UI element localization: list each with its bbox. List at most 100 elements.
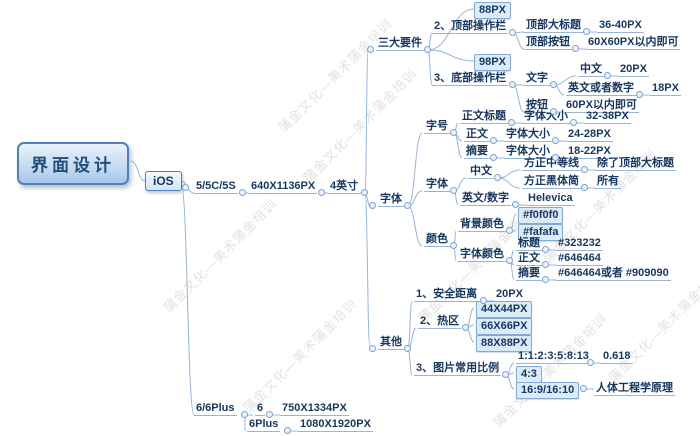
expand-marker[interactable] xyxy=(361,189,368,196)
expand-marker[interactable] xyxy=(266,411,273,418)
expand-marker[interactable] xyxy=(404,345,411,352)
node-bottom-text-en-size[interactable]: 18PX xyxy=(650,82,681,96)
expand-marker[interactable] xyxy=(636,91,643,98)
node-bg-color-1[interactable]: #f0f0f0 xyxy=(518,207,564,224)
node-ratio-fibonacci[interactable]: 1:1:2:3:5:8:13 xyxy=(516,350,591,364)
expand-marker[interactable] xyxy=(550,108,557,115)
expand-marker[interactable] xyxy=(450,129,457,136)
node-safe-distance-value[interactable]: 20PX xyxy=(494,288,525,302)
expand-marker[interactable] xyxy=(284,427,291,434)
node-font-fangzheng-hei-note[interactable]: 所有 xyxy=(595,175,621,189)
node-body-size-value[interactable]: 24-28PX xyxy=(566,128,613,142)
node-image-ratio[interactable]: 3、图片常用比例 xyxy=(414,362,502,376)
node-bottom-text[interactable]: 文字 xyxy=(524,72,550,86)
expand-marker[interactable] xyxy=(509,81,516,88)
node-bottom-height-98px[interactable]: 98PX xyxy=(474,54,511,71)
node-hot-zone-88[interactable]: 88X88PX xyxy=(476,335,533,352)
node-top-action-bar[interactable]: 2、顶部操作栏 xyxy=(432,20,509,34)
node-hot-zone[interactable]: 2、热区 xyxy=(418,315,462,329)
node-fg-title[interactable]: 标题 xyxy=(516,237,542,251)
expand-marker[interactable] xyxy=(508,119,515,126)
node-device-6[interactable]: 6 xyxy=(255,402,266,416)
node-ratio-4-3[interactable]: 4:3 xyxy=(516,366,542,383)
expand-marker[interactable] xyxy=(318,189,325,196)
node-fg-body[interactable]: 正文 xyxy=(516,252,542,266)
node-resolution-1080x1920[interactable]: 1080X1920PX xyxy=(298,418,373,432)
node-ios[interactable]: iOS xyxy=(145,171,182,191)
expand-marker[interactable] xyxy=(581,166,588,173)
expand-marker[interactable] xyxy=(480,297,487,304)
node-bottom-text-cn[interactable]: 中文 xyxy=(578,63,604,77)
node-body-title[interactable]: 正文标题 xyxy=(460,110,508,124)
expand-marker[interactable] xyxy=(490,154,497,161)
node-other[interactable]: 其他 xyxy=(378,336,404,350)
node-bottom-text-cn-size[interactable]: 20PX xyxy=(618,63,649,77)
node-top-height-88px[interactable]: 88PX xyxy=(474,2,511,19)
expand-marker[interactable] xyxy=(581,184,588,191)
node-ratio-golden[interactable]: 0.618 xyxy=(601,350,633,364)
expand-marker[interactable] xyxy=(462,324,469,331)
expand-marker[interactable] xyxy=(587,359,594,366)
node-device-5-5c-5s[interactable]: 5/5C/5S xyxy=(194,180,238,194)
node-fg-title-value[interactable]: #323232 xyxy=(556,237,603,251)
node-colors[interactable]: 颜色 xyxy=(424,233,450,247)
node-font-fangzheng-medium[interactable]: 方正中等线 xyxy=(522,157,581,171)
node-font-family-en-value[interactable]: Helevica xyxy=(526,192,575,206)
node-top-title[interactable]: 顶部大标题 xyxy=(524,19,583,33)
node-font-size[interactable]: 字号 xyxy=(424,120,450,134)
node-top-button[interactable]: 顶部按钮 xyxy=(524,36,572,50)
node-ratio-16-9[interactable]: 16:9/16:10 xyxy=(516,382,580,399)
expand-marker[interactable] xyxy=(552,154,559,161)
expand-marker[interactable] xyxy=(494,174,501,181)
node-font-family-en[interactable]: 英文/数字 xyxy=(460,192,512,206)
expand-marker[interactable] xyxy=(450,187,457,194)
node-summary-size-value[interactable]: 18-22PX xyxy=(566,145,613,159)
expand-marker[interactable] xyxy=(502,371,509,378)
node-fg-body-value[interactable]: #646464 xyxy=(556,252,603,266)
node-summary[interactable]: 摘要 xyxy=(464,145,490,159)
node-bg-color-2[interactable]: #fafafa xyxy=(518,224,564,241)
node-bottom-text-en[interactable]: 英文或者数字 xyxy=(566,82,636,96)
node-bottom-button-size[interactable]: 60PX以内即可 xyxy=(564,99,639,113)
node-body-title-size-value[interactable]: 32-38PX xyxy=(584,110,631,124)
expand-marker[interactable] xyxy=(509,29,516,36)
node-hot-zone-66[interactable]: 66X66PX xyxy=(476,318,533,335)
node-font-family[interactable]: 字体 xyxy=(424,178,450,192)
node-font-family-cn[interactable]: 中文 xyxy=(468,165,494,179)
expand-marker[interactable] xyxy=(369,345,376,352)
node-typography[interactable]: 字体 xyxy=(378,193,404,207)
expand-marker[interactable] xyxy=(506,257,513,264)
expand-marker[interactable] xyxy=(239,189,246,196)
expand-marker[interactable] xyxy=(512,201,519,208)
expand-marker[interactable] xyxy=(542,276,549,283)
node-device-6-6plus[interactable]: 6/6Plus xyxy=(194,402,237,416)
expand-marker[interactable] xyxy=(241,411,248,418)
node-bottom-action-bar[interactable]: 3、底部操作栏 xyxy=(432,72,509,86)
expand-marker[interactable] xyxy=(570,119,577,126)
expand-marker[interactable] xyxy=(490,137,497,144)
expand-marker[interactable] xyxy=(182,184,189,191)
expand-marker[interactable] xyxy=(369,202,376,209)
node-device-6plus[interactable]: 6Plus xyxy=(247,418,281,432)
node-font-fangzheng-medium-note[interactable]: 除了顶部大标题 xyxy=(595,157,676,171)
node-summary-size-label[interactable]: 字体大小 xyxy=(504,145,552,159)
node-screen-4inch[interactable]: 4英寸 xyxy=(328,180,361,194)
expand-marker[interactable] xyxy=(424,46,431,53)
node-three-essentials[interactable]: 三大要件 xyxy=(376,37,424,51)
node-hot-zone-44[interactable]: 44X44PX xyxy=(476,301,533,318)
node-safe-distance[interactable]: 1、安全距离 xyxy=(414,288,480,302)
node-resolution-640x1136[interactable]: 640X1136PX xyxy=(249,180,318,194)
expand-marker[interactable] xyxy=(604,72,611,79)
node-font-fangzheng-hei[interactable]: 方正黑体简 xyxy=(522,175,581,189)
node-body-title-size-label[interactable]: 字体大小 xyxy=(522,110,570,124)
root-node-interface-design[interactable]: 界面设计 xyxy=(17,142,129,185)
node-bottom-button[interactable]: 按钮 xyxy=(524,99,550,113)
expand-marker[interactable] xyxy=(580,385,587,392)
node-top-button-size[interactable]: 60X60PX以内即可 xyxy=(586,36,681,50)
node-body[interactable]: 正文 xyxy=(464,128,490,142)
node-ratio-ergonomics[interactable]: 人体工程学原理 xyxy=(594,382,675,396)
expand-marker[interactable] xyxy=(542,246,549,253)
node-bg-color[interactable]: 背景颜色 xyxy=(458,218,506,232)
expand-marker[interactable] xyxy=(550,81,557,88)
expand-marker[interactable] xyxy=(367,46,374,53)
